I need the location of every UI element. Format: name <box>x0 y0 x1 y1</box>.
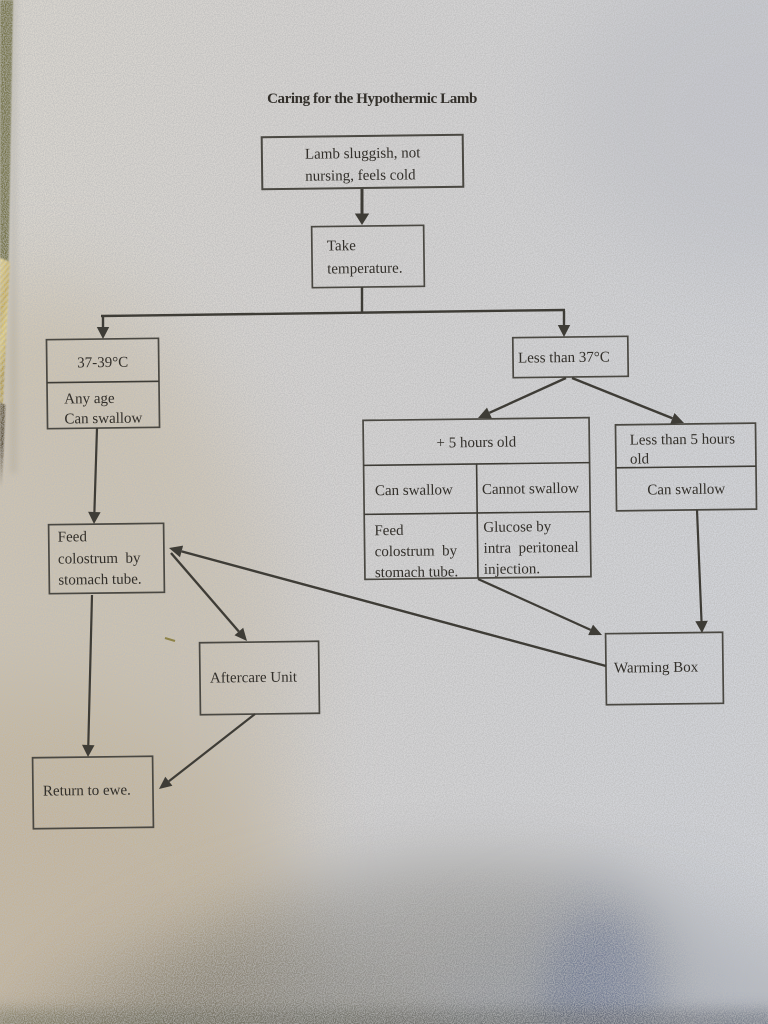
svg-text:nursing, feels cold: nursing, feels cold <box>305 167 416 184</box>
svg-text:Aftercare Unit: Aftercare Unit <box>210 670 298 687</box>
svg-text:old: old <box>630 451 650 467</box>
svg-text:Return to ewe.: Return to ewe. <box>43 783 131 800</box>
svg-text:Less than 37°C: Less than 37°C <box>518 350 610 367</box>
svg-text:Can swallow: Can swallow <box>64 411 142 428</box>
svg-text:Feed: Feed <box>374 523 404 539</box>
svg-text:Any age: Any age <box>64 391 115 408</box>
svg-text:Less than 5 hours: Less than 5 hours <box>630 431 736 448</box>
svg-text:temperature.: temperature. <box>327 261 403 278</box>
svg-text:Caring for the Hypothermic Lam: Caring for the Hypothermic Lamb <box>267 91 477 107</box>
svg-text:intra peritoneal: intra peritoneal <box>484 540 579 557</box>
svg-text:37-39°C: 37-39°C <box>77 355 128 372</box>
svg-text:Take: Take <box>327 238 356 254</box>
svg-text:colostrum by: colostrum by <box>58 551 141 568</box>
svg-text:+ 5 hours old: + 5 hours old <box>436 435 516 452</box>
svg-text:colostrum by: colostrum by <box>375 543 458 560</box>
svg-text:stomach tube.: stomach tube. <box>58 572 142 589</box>
svg-text:Cannot swallow: Cannot swallow <box>482 481 579 498</box>
svg-text:Glucose by: Glucose by <box>483 519 552 536</box>
svg-text:Can swallow: Can swallow <box>375 482 453 499</box>
svg-text:Can swallow: Can swallow <box>647 482 725 499</box>
svg-text:Feed: Feed <box>58 529 88 545</box>
svg-text:Warming Box: Warming Box <box>614 660 699 677</box>
svg-text:Lamb sluggish, not: Lamb sluggish, not <box>305 145 421 162</box>
svg-text:stomach tube.: stomach tube. <box>375 564 459 581</box>
svg-text:injection.: injection. <box>484 561 540 578</box>
